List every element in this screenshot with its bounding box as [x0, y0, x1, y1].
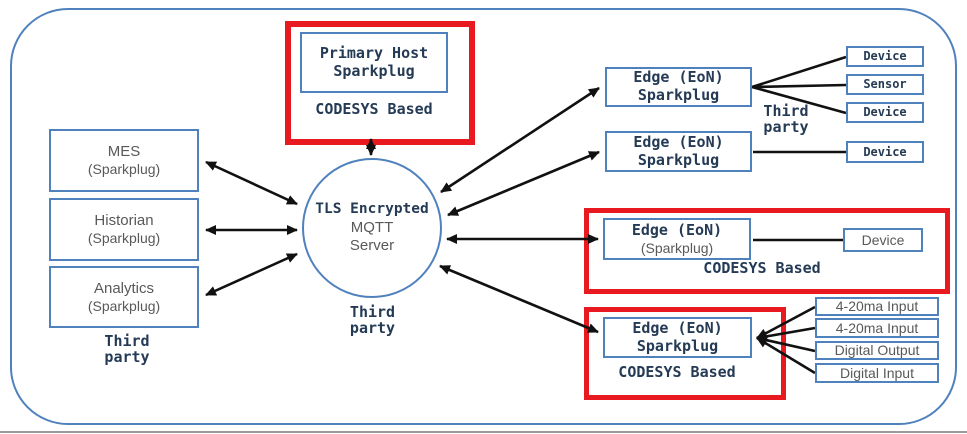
edge2-line1: Edge (EoN): [633, 132, 724, 151]
device4-label: Device: [861, 231, 905, 248]
third-party-left-line1: Third: [104, 332, 150, 350]
line-edge1-device2: [751, 85, 847, 115]
arrow-mes-server: [205, 160, 298, 206]
third-party-left-line2: party: [104, 347, 150, 366]
node-mes: MES (Sparkplug): [49, 129, 199, 192]
mqtt-server-line1: TLS Encrypted: [315, 201, 429, 218]
bottom-divider-line: [0, 431, 967, 433]
node-edge3: Edge (EoN) (Sparkplug): [603, 218, 751, 260]
third-party-center-line1: Third: [349, 303, 396, 321]
node-analytics: Analytics (Sparkplug): [49, 266, 199, 328]
device-box-2: Device: [846, 102, 924, 123]
primary-host-title-line1: Primary Host: [319, 43, 429, 62]
arrow-analytics-server: [205, 252, 298, 297]
historian-title: Historian: [94, 212, 154, 230]
caption-third-party-left: Third party: [65, 332, 189, 366]
arrow-server-edge1: [440, 86, 600, 194]
arrow-server-edge2: [447, 150, 600, 217]
analytics-title: Analytics: [93, 279, 155, 297]
device1-label: Device: [863, 49, 907, 64]
line-edge1-sensor1: [751, 83, 847, 89]
device-box-1: Device: [846, 46, 924, 67]
diagram-outer-border: [10, 8, 957, 425]
edge2-line2: Sparkplug: [637, 150, 720, 169]
io4-label: Digital Input: [840, 364, 914, 381]
device2-label: Device: [863, 105, 907, 120]
arrow-io4-edge4: [756, 336, 816, 375]
third-party-right-line1: Third: [763, 102, 809, 120]
caption-codesys-edge3: CODESYS Based: [703, 259, 821, 277]
io-box-1: 4-20ma Input: [815, 297, 939, 316]
io2-label: 4-20ma Input: [835, 319, 919, 336]
mqtt-server-line3: Server: [349, 236, 395, 254]
mes-title: MES: [107, 143, 141, 161]
historian-subtitle: (Sparkplug): [87, 230, 161, 247]
edge3-line2: (Sparkplug): [640, 239, 714, 256]
device-box-3: Device: [846, 141, 924, 163]
caption-third-party-center: Third party: [330, 303, 415, 337]
edge4-line1: Edge (EoN): [632, 318, 723, 337]
io3-label: Digital Output: [834, 342, 920, 359]
highlight-frame-edge3: [584, 208, 950, 294]
edge3-line1: Edge (EoN): [631, 220, 723, 239]
caption-third-party-right: Third party: [756, 102, 816, 136]
mqtt-server-line2: MQTT: [350, 218, 394, 236]
primary-host-title-line2: Sparkplug: [333, 61, 415, 80]
mes-subtitle: (Sparkplug): [87, 161, 161, 178]
io-box-4: Digital Input: [815, 363, 939, 383]
node-edge1: Edge (EoN) Sparkplug: [605, 67, 752, 107]
third-party-right-line2: party: [763, 117, 809, 136]
line-edge1-device1: [751, 55, 847, 89]
node-edge4: Edge (EoN) Sparkplug: [603, 317, 752, 358]
node-historian: Historian (Sparkplug): [49, 198, 199, 261]
analytics-subtitle: (Sparkplug): [87, 297, 161, 314]
edge4-line2: Sparkplug: [636, 336, 719, 355]
edge1-line2: Sparkplug: [637, 86, 720, 104]
io1-label: 4-20ma Input: [835, 298, 919, 315]
edge1-line1: Edge (EoN): [633, 68, 724, 87]
io-box-2: 4-20ma Input: [815, 318, 939, 338]
sensor1-label: Sensor: [863, 77, 907, 92]
caption-codesys-edge4: CODESYS Based: [618, 363, 736, 381]
node-edge2: Edge (EoN) Sparkplug: [605, 131, 752, 172]
node-primary-host: Primary Host Sparkplug: [300, 32, 448, 93]
caption-codesys-primary: CODESYS Based: [315, 100, 433, 118]
node-mqtt-server: TLS Encrypted MQTT Server: [302, 158, 442, 298]
sensor-box-1: Sensor: [846, 74, 924, 95]
device-box-4: Device: [843, 228, 923, 252]
highlight-frame-primary-host: [285, 21, 475, 145]
io-box-3: Digital Output: [815, 341, 939, 360]
third-party-center-line2: party: [349, 318, 396, 337]
arrow-server-edge4: [439, 264, 599, 334]
device3-label: Device: [863, 144, 907, 159]
